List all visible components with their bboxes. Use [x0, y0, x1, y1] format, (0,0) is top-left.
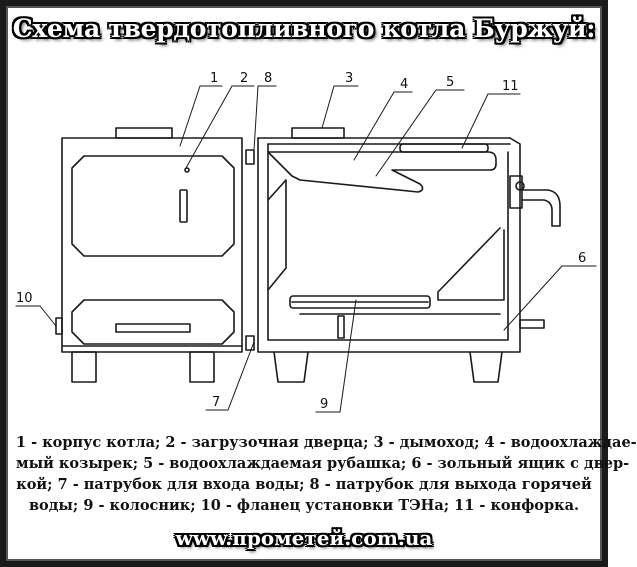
- side-view: [257, 127, 561, 383]
- ash-drawer-knob: [519, 319, 545, 329]
- front-ten-flange: [55, 317, 63, 335]
- loading-door-hinge: [184, 167, 190, 173]
- ash-door-handle: [115, 323, 191, 333]
- boiler-drawing: 1 2 8 3 4 5 11 6 10 7 9: [15, 71, 597, 413]
- side-outer-shell: [257, 137, 521, 353]
- ash-box-handle: [337, 315, 345, 339]
- water-cooled-jacket: [437, 227, 505, 301]
- front-view: [55, 127, 255, 383]
- loading-door-handle: [179, 189, 188, 223]
- hot-water-outlet-pipe: [521, 189, 561, 227]
- website-url[interactable]: www.прометей.com.ua: [175, 526, 433, 550]
- diagram-title: Схема твердотопливного котла Буржуй:: [12, 14, 596, 43]
- side-chimney: [291, 127, 345, 139]
- side-leg-left: [273, 351, 309, 383]
- callout-5: 5: [446, 75, 454, 90]
- front-chimney-collar: [115, 127, 173, 139]
- legend-line: мый козырек; 5 - водоохлаждаемая рубашка…: [16, 455, 630, 472]
- legend-line: 1 - корпус котла; 2 - загрузочная дверца…: [16, 434, 637, 451]
- water-cooled-visor: [267, 151, 497, 193]
- callout-2: 2: [240, 71, 248, 86]
- side-hotplate: [399, 143, 489, 153]
- callout-7: 7: [212, 395, 220, 410]
- callout-leaders: [15, 85, 597, 413]
- water-jacket-wall: [267, 179, 287, 291]
- callout-1: 1: [210, 71, 218, 86]
- front-inlet-pipe: [245, 335, 255, 351]
- front-leg-left: [71, 351, 97, 383]
- callout-9: 9: [320, 397, 328, 412]
- grate: [289, 295, 431, 309]
- side-door-hinge: [509, 175, 523, 209]
- front-leg-right: [189, 351, 215, 383]
- legend: 1 - корпус котла; 2 - загрузочная дверца…: [16, 432, 637, 516]
- legend-line: кой; 7 - патрубок для входа воды; 8 - па…: [16, 476, 592, 493]
- side-leg-right: [469, 351, 503, 383]
- loading-door: [71, 155, 235, 257]
- side-inner-shell: [267, 143, 509, 341]
- ash-door: [71, 299, 235, 345]
- callout-8: 8: [264, 71, 272, 86]
- callout-10: 10: [16, 291, 33, 306]
- callout-11: 11: [502, 79, 519, 94]
- legend-line: воды; 9 - колосник; 10 - фланец установк…: [28, 497, 580, 514]
- callout-6: 6: [578, 251, 586, 266]
- front-boiler-body: [61, 137, 243, 353]
- side-door-bolt: [515, 181, 525, 191]
- callout-4: 4: [400, 77, 408, 92]
- callout-labels: 1 2 8 3 4 5 11 6 10 7 9: [16, 71, 586, 412]
- front-outlet-pipe: [245, 149, 255, 165]
- callout-3: 3: [345, 71, 353, 86]
